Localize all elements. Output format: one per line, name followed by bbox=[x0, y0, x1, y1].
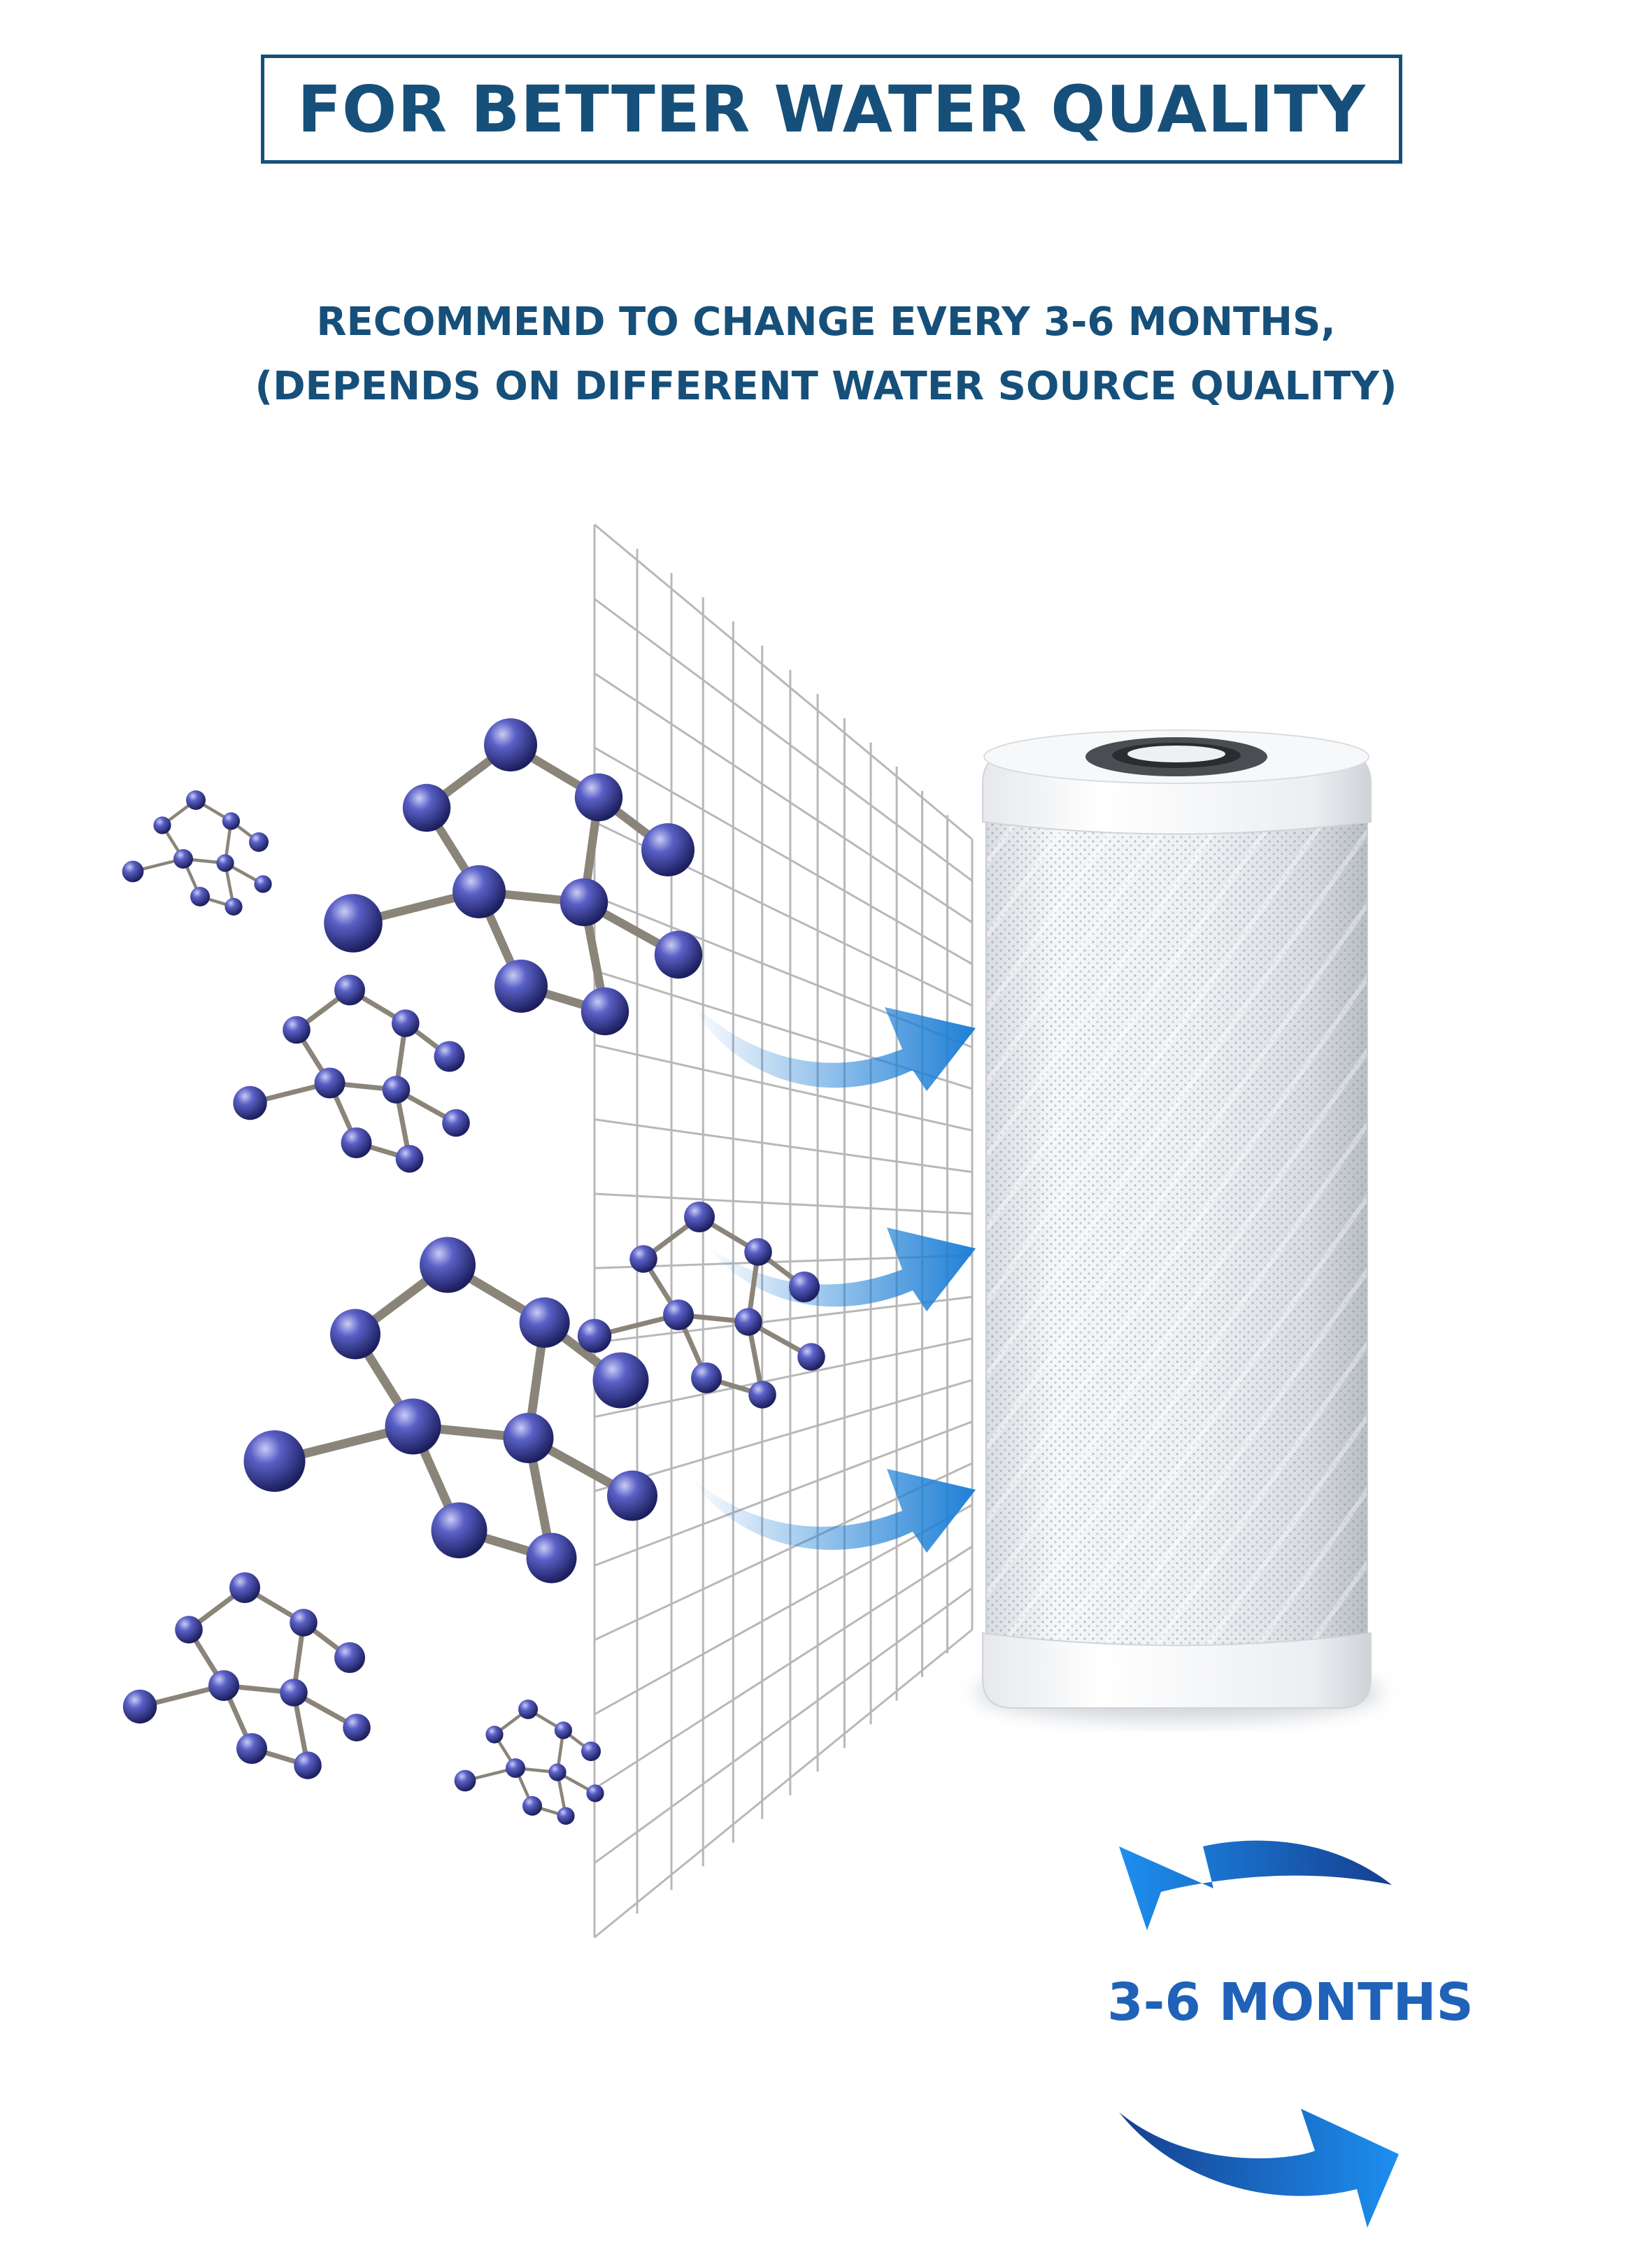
cycle-arrow-icon bbox=[1119, 1840, 1392, 1930]
flow-arrow-icon bbox=[689, 1469, 976, 1553]
flow-arrows bbox=[689, 1000, 976, 1553]
molecule-icon bbox=[454, 1700, 604, 1825]
molecule-icon bbox=[577, 1202, 825, 1409]
molecule-icon bbox=[243, 1237, 657, 1583]
page-title: FOR BETTER WATER QUALITY bbox=[297, 71, 1366, 147]
title-banner: FOR BETTER WATER QUALITY bbox=[261, 55, 1402, 164]
change-interval-label: 3-6 MONTHS bbox=[1107, 1972, 1474, 2032]
recommendation-line-1: RECOMMEND TO CHANGE EVERY 3-6 MONTHS, bbox=[316, 299, 1336, 345]
molecule-icon bbox=[122, 1572, 371, 1779]
molecule-icon bbox=[233, 974, 470, 1173]
filter-mesh bbox=[593, 523, 974, 1939]
molecules bbox=[122, 718, 825, 1825]
filter-cartridge bbox=[976, 729, 1381, 1721]
molecule-icon bbox=[324, 718, 703, 1036]
cycle-arrows bbox=[1119, 1840, 1399, 2228]
flow-arrow-icon bbox=[706, 1227, 976, 1311]
molecule-icon bbox=[122, 790, 272, 916]
recommendation-line-2: (DEPENDS ON DIFFERENT WATER SOURCE QUALI… bbox=[255, 364, 1397, 409]
flow-arrow-icon bbox=[689, 1000, 976, 1091]
cycle-arrow-icon bbox=[1119, 2109, 1399, 2228]
